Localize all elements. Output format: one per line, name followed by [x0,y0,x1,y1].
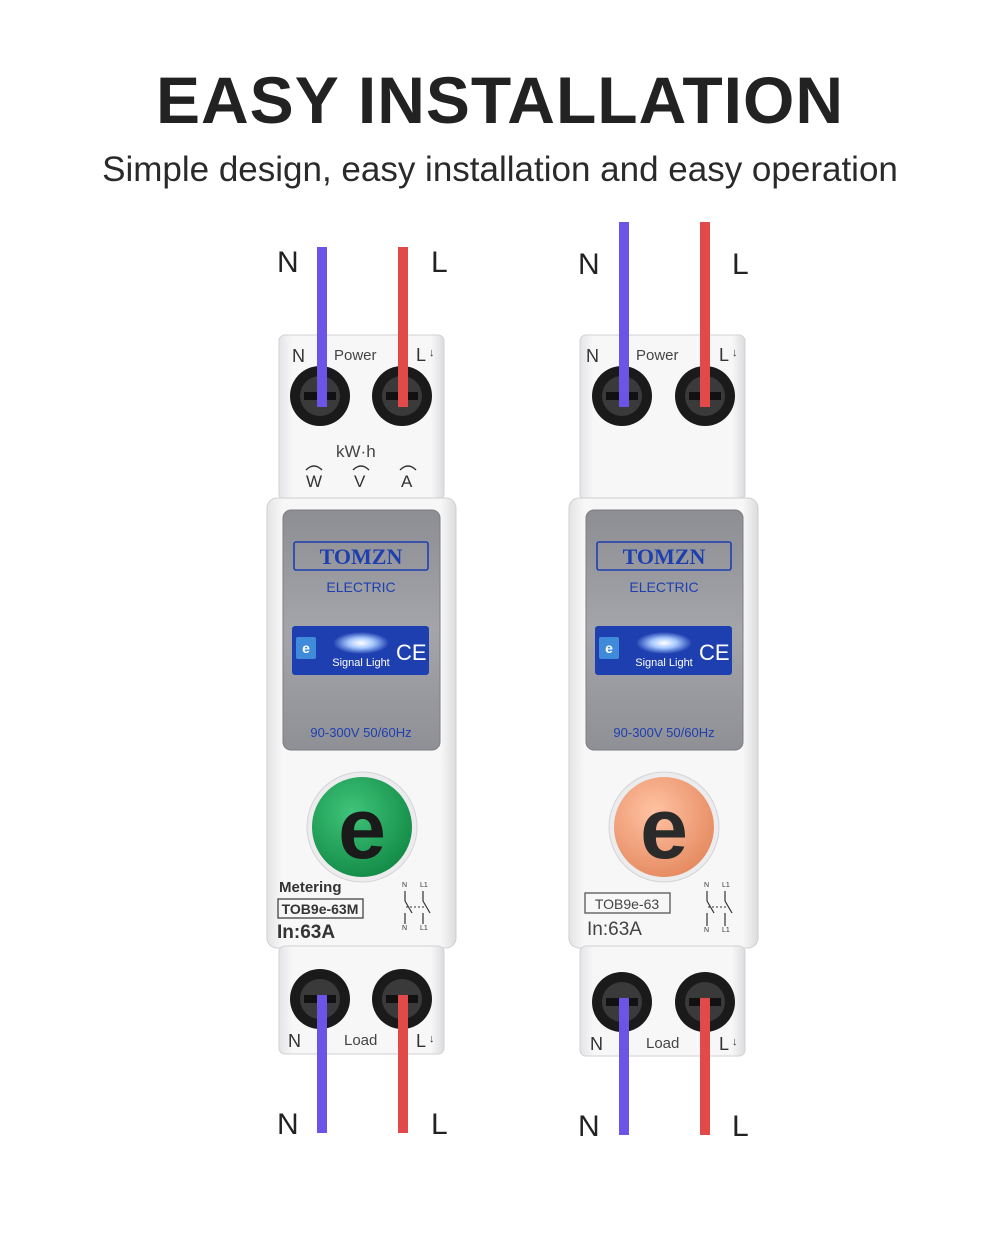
right-voltage-label: 90-300V 50/60Hz [613,725,714,740]
left-switch-diagram: N L1 N L1 [402,882,431,932]
right-load-label: Load [646,1035,679,1052]
left-hat-v [352,465,370,471]
left-wire-top-n-label: N [277,246,299,279]
right-terminal-n-label: N [586,346,599,366]
right-switch-diagram: N L1 N L1 [704,882,733,934]
svg-text:L1: L1 [722,882,730,889]
right-terminal-l-label: L [719,345,729,365]
right-toggle-button[interactable]: e [608,771,720,883]
left-measure-w: W [306,472,322,491]
svg-text:L1: L1 [420,925,428,932]
right-load-l-label: L [719,1034,729,1054]
left-breaker: N Power L ↓ kW·h W V A TOMZN ELECTRIC e [266,246,457,1141]
svg-text:N: N [402,925,407,932]
left-load-l-label: L [416,1031,426,1051]
right-live-wire-top [700,222,710,407]
right-wire-top-l-label: L [732,248,749,281]
left-load-arrow-glyph: ↓ [429,1033,435,1045]
right-brand-box [596,541,732,571]
left-brand-box [293,541,429,571]
page-title: EASY INSTALLATION [155,63,845,137]
left-model-box [277,898,364,919]
right-live-wire-bottom [700,998,710,1135]
right-wire-top-n-label: N [578,248,600,281]
right-wire-bottom-n-label: N [578,1110,600,1143]
left-wire-bottom-n-label: N [277,1108,299,1141]
left-model-label: TOB9e-63M [282,901,359,917]
left-neutral-wire-bottom [317,995,327,1133]
left-led [333,632,389,654]
right-model-box [584,892,671,914]
left-signal-light-label: Signal Light [332,657,390,669]
right-neutral-wire-top [619,222,629,407]
svg-text:N: N [704,927,709,934]
left-wire-top-l-label: L [431,246,448,279]
left-terminal-l-label: L [416,345,426,365]
left-voltage-label: 90-300V 50/60Hz [310,725,411,740]
left-measure-v: V [354,472,366,491]
left-terminal-n-label: N [292,346,305,366]
left-metering-label: Metering [279,879,342,896]
right-led [636,632,692,654]
left-rating-label: In:63A [277,922,335,943]
page-subtitle: Simple design, easy installation and eas… [102,150,898,189]
svg-text:L1: L1 [722,927,730,934]
right-button-letter: e [640,781,688,877]
left-ce-mark: CE [396,640,427,665]
right-badge-box [599,637,619,659]
left-terminal-power-label: Power [334,347,377,364]
left-button-letter: e [338,781,386,877]
right-brand-sub: ELECTRIC [629,579,698,595]
right-rating-label: In:63A [587,919,642,940]
right-load-arrow-glyph: ↓ [732,1036,738,1048]
left-load-n-label: N [288,1031,301,1051]
right-signal-light-label: Signal Light [635,657,693,669]
right-brand-name: TOMZN [623,544,706,569]
svg-text:N: N [704,882,709,889]
left-brand-sub: ELECTRIC [326,579,395,595]
left-badge-box [296,637,316,659]
left-brand-name: TOMZN [320,544,403,569]
left-load-label: Load [344,1032,377,1049]
left-live-wire-top [398,247,408,407]
left-measure-a: A [401,472,413,491]
right-arrow-glyph: ↓ [732,347,738,359]
svg-text:L1: L1 [420,882,428,889]
right-load-n-label: N [590,1034,603,1054]
svg-text:N: N [402,882,407,889]
right-breaker: N Power L ↓ TOMZN ELECTRIC e Signal Ligh… [568,222,759,1143]
left-neutral-wire-top [317,247,327,407]
left-unit-label: kW·h [336,442,376,461]
left-arrow-glyph: ↓ [429,347,435,359]
right-neutral-wire-bottom [619,998,629,1135]
left-hat-w [305,465,323,471]
right-badge-letter: e [605,640,613,656]
right-terminal-power-label: Power [636,347,679,364]
right-model-label: TOB9e-63 [595,896,660,912]
right-ce-mark: CE [699,640,730,665]
right-wire-bottom-l-label: L [732,1110,749,1143]
left-live-wire-bottom [398,995,408,1133]
left-toggle-button[interactable]: e [306,771,418,883]
left-wire-bottom-l-label: L [431,1108,448,1141]
left-badge-letter: e [302,640,310,656]
left-hat-a [399,465,417,471]
